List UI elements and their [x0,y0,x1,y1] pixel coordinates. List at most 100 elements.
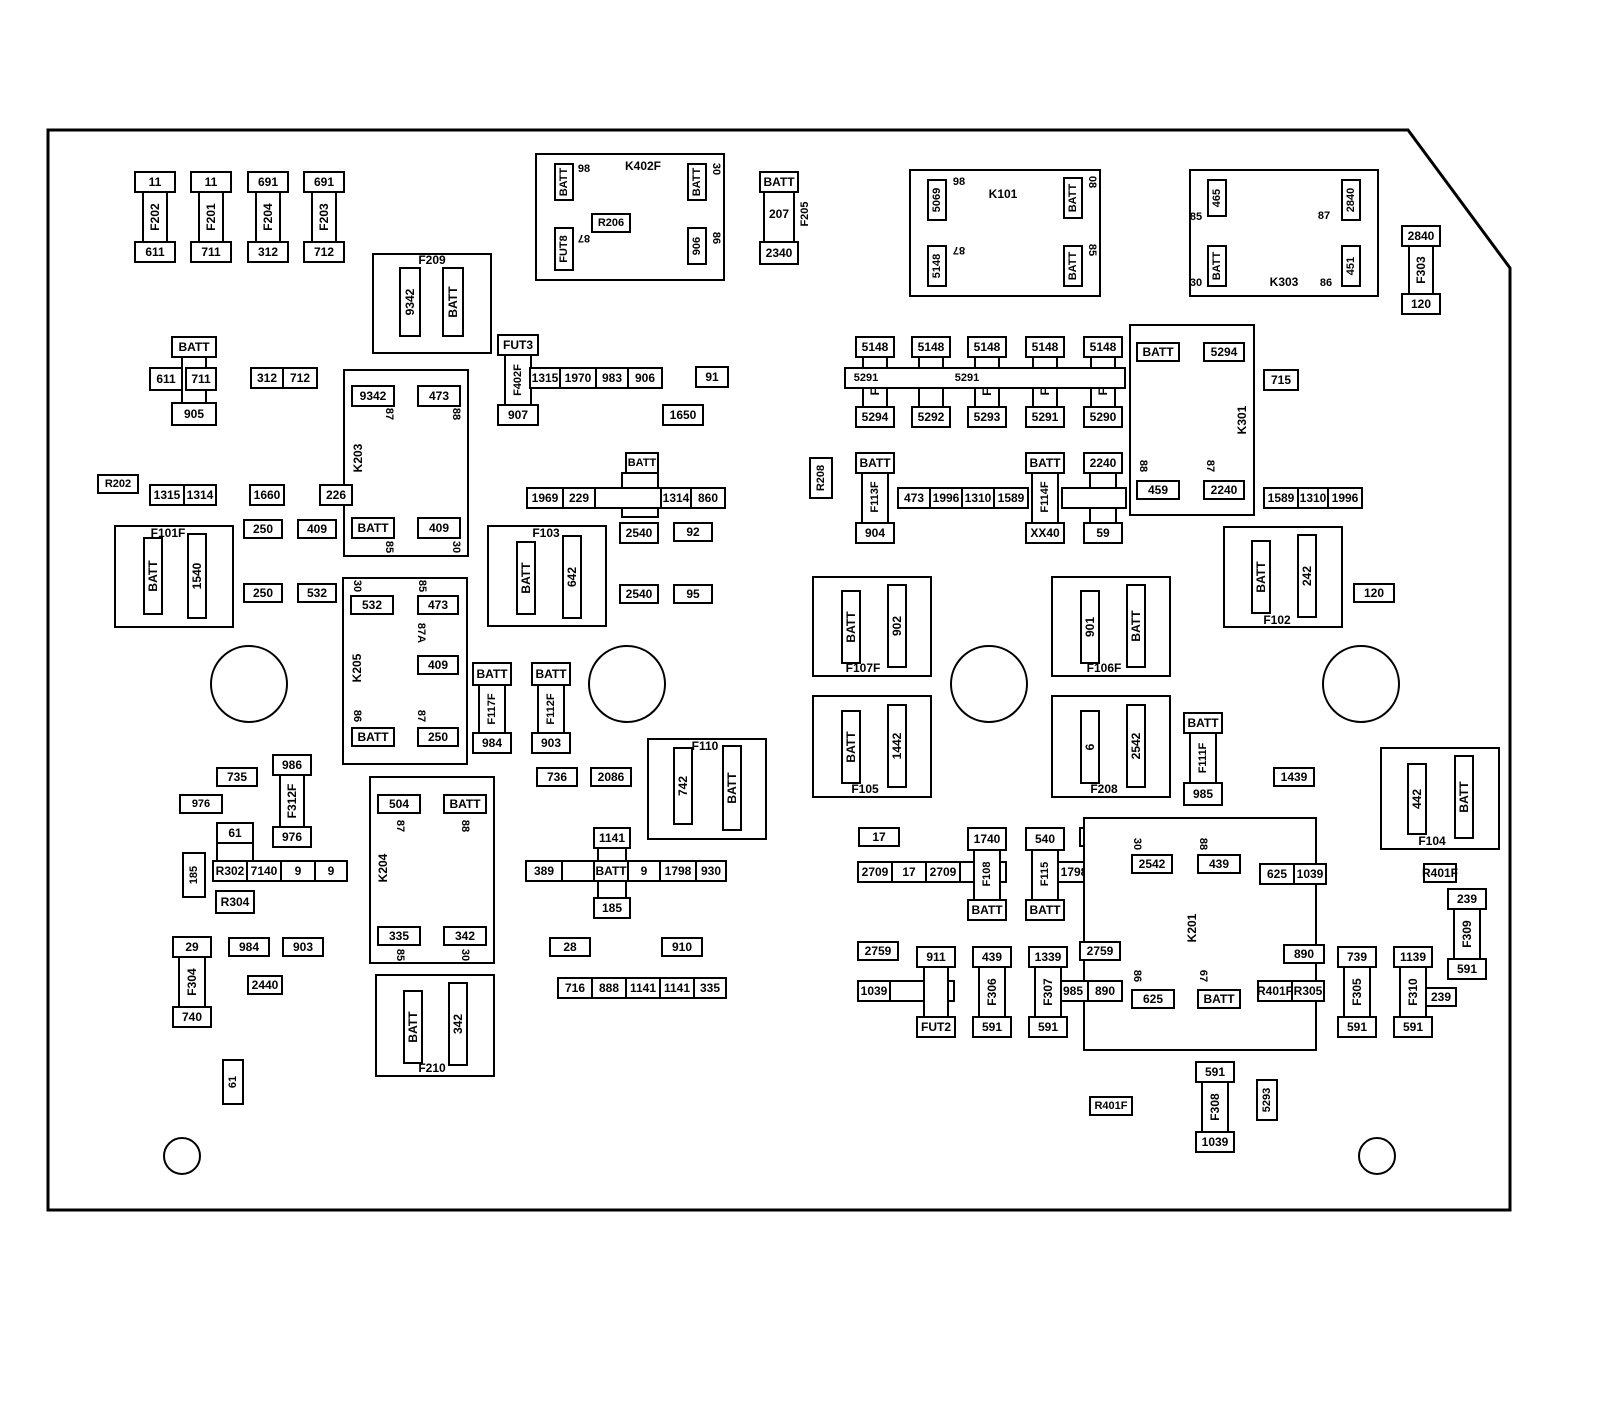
terminal-box [215,890,255,914]
terminal-label: 1996 [933,491,960,505]
resistor-box [591,213,631,233]
mounting-hole [1358,1137,1396,1175]
fuse-top-label: 691 [258,175,278,189]
terminal-label: 1650 [670,408,697,422]
pin-number: 88 [1197,838,1209,850]
fuse-name: F112F [545,693,557,724]
fuse-body [923,966,949,1018]
relay-pin-box [1131,989,1175,1009]
terminal-box [1079,941,1121,961]
resistor-label: R401F [1094,1100,1127,1112]
terminal-label: 2709 [930,865,957,879]
terminal-box [185,367,217,391]
mounting-hole [950,645,1028,723]
terminal-box [1263,369,1299,391]
terminal-box [282,367,318,389]
fuse-top-label: 5148 [918,340,945,354]
terminal-label: 5291 [955,372,979,384]
resistor-box [809,457,833,499]
fuse-bottom-label: 59 [1096,526,1110,540]
relay-pin-label: 335 [389,929,409,943]
terminal-label: 120 [1364,586,1384,600]
relay-name: K201 [1185,913,1199,942]
terminal-label: 9 [328,864,335,878]
terminal-label: 92 [686,525,700,539]
terminal-label: R302 [216,864,245,878]
fuse-name: F113F [869,481,881,512]
terminal-box [1293,863,1327,885]
fuse-bottom-box [531,732,571,754]
relay-pin-box [927,179,947,221]
terminal-box [695,366,729,388]
terminal-box [249,484,285,506]
maxi-pin [887,704,907,788]
fuse-bottom-label: 5290 [1090,410,1117,424]
terminal-label: 312 [257,371,277,385]
relay-pin-box [417,385,461,407]
fuse-body [255,191,281,243]
fuse-bottom-box [759,241,799,265]
terminal-label: 712 [290,371,310,385]
terminal-label: 17 [872,830,886,844]
terminal-label: 1589 [998,491,1025,505]
resistor-box [1089,1096,1133,1116]
fuse-bottom-label: XX40 [1030,526,1060,540]
terminal-label: 985 [1063,984,1083,998]
fuse-body [504,354,532,406]
fuse-bottom-box [1025,899,1065,921]
terminal-label: 389 [534,864,554,878]
fuse-bottom-box [190,241,232,263]
terminal-label: 2440 [252,978,279,992]
pin-number: 87 [383,408,395,420]
relay-pin-label: 532 [362,598,382,612]
pin-number: 85 [416,580,428,592]
terminal-label: 229 [569,491,589,505]
relay-pin-label: 625 [1143,992,1163,1006]
resistor-label: R208 [815,465,827,491]
maxi-pin-label: 901 [1083,617,1097,637]
terminal-box [149,367,183,391]
relay-pin-box [1341,245,1361,287]
pin-number: 30 [459,949,471,961]
resistor-box [179,794,223,814]
terminal-box [690,487,726,509]
pin-number: 98 [953,176,965,188]
fuse-top-label: 5148 [1090,340,1117,354]
terminal-label: 1970 [565,371,592,385]
terminal-label: 2540 [626,526,653,540]
pin-number: 85 [1190,211,1202,223]
terminal-label: 906 [635,371,655,385]
maxi-name: F210 [418,1061,446,1075]
resistor-label: 185 [188,866,200,884]
terminal-label: R401F [1422,866,1458,880]
maxi-outline [647,738,767,840]
terminal-label: 1315 [154,488,181,502]
terminal-box [673,522,713,542]
terminal-label: 1310 [1300,491,1327,505]
terminal-label: R305 [1294,984,1323,998]
relay-pin-label: BATT [357,730,389,744]
relay-name: K303 [1270,275,1299,289]
terminal-label: 1315 [532,371,559,385]
relay-pin-box [1063,245,1083,287]
fuse-bottom-box [172,1006,212,1028]
terminal-label: 735 [227,770,247,784]
maxi-pin [1407,763,1427,835]
fuse-bottom-label: 591 [1347,1020,1367,1034]
maxi-name: F110 [692,739,719,753]
maxi-pin-label: BATT [725,772,739,804]
relay-pin-label: BATT [1067,183,1079,212]
terminal-label: 9 [295,864,302,878]
terminal-box [662,404,704,426]
pin-number: 67 [1197,970,1209,982]
resistor-box [222,1059,244,1105]
maxi-pin [562,535,582,619]
pin-number: 88 [1137,460,1149,472]
terminal-label: 409 [307,522,327,536]
maxi-pin-label: 2542 [1129,732,1143,759]
pin-number: 85 [394,949,406,961]
